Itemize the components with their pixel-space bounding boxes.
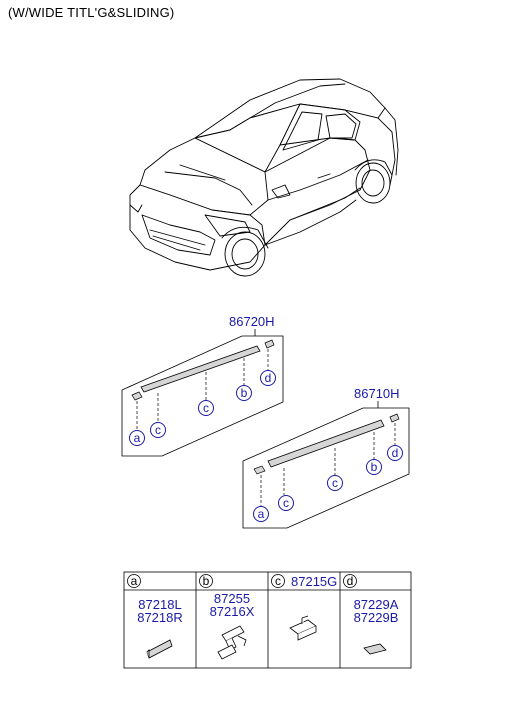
- end-piece-d-right[interactable]: [389, 413, 400, 423]
- assembly-86720h: 86720H a c c b: [121, 314, 284, 457]
- svg-text:d: d: [392, 446, 399, 460]
- part-number-87229a[interactable]: 87229A: [354, 597, 399, 612]
- end-piece-a-illustration: [146, 639, 173, 659]
- part-number-87218r[interactable]: 87218R: [137, 610, 183, 625]
- car-illustration: [129, 78, 399, 277]
- assembly-86710h-frame: [242, 407, 410, 529]
- legend-column-b: b 87255 87216X: [199, 574, 255, 660]
- part-number-87215g[interactable]: 87215G: [291, 574, 337, 589]
- svg-text:d: d: [265, 371, 272, 385]
- callout-a-left[interactable]: a: [129, 430, 145, 446]
- callout-a-right[interactable]: a: [253, 506, 269, 522]
- legend-column-c: c 87215G: [271, 574, 337, 641]
- roof-moulding-strip-left[interactable]: [140, 345, 261, 393]
- svg-text:c: c: [203, 401, 209, 415]
- end-piece-d-illustration: [363, 643, 387, 655]
- callout-c-left-1[interactable]: c: [150, 422, 166, 438]
- legend-column-a: a 87218L 87218R: [127, 574, 183, 659]
- callout-d-left[interactable]: d: [260, 370, 276, 386]
- end-piece-d-left[interactable]: [264, 339, 275, 349]
- legend-letter-b: b: [203, 574, 210, 588]
- legend-column-d: d 87229A 87229B: [343, 574, 399, 655]
- assembly-86720h-frame: [121, 335, 284, 457]
- svg-text:a: a: [134, 431, 141, 445]
- legend-letter-a: a: [131, 574, 138, 588]
- callout-d-right[interactable]: d: [387, 445, 403, 461]
- svg-text:b: b: [241, 386, 248, 400]
- part-number-87218l[interactable]: 87218L: [138, 597, 181, 612]
- parts-legend-table: a 87218L 87218R b 87255 87216X c: [123, 571, 412, 669]
- clip-b-illustration: [217, 625, 247, 660]
- clip-c-illustration: [289, 615, 317, 641]
- svg-text:c: c: [332, 476, 338, 490]
- callout-b-right[interactable]: b: [366, 459, 382, 475]
- svg-text:a: a: [258, 507, 265, 521]
- svg-text:b: b: [371, 460, 378, 474]
- end-piece-a-left[interactable]: [131, 391, 143, 401]
- part-number-87216x[interactable]: 87216X: [210, 604, 255, 619]
- end-piece-a-right[interactable]: [253, 465, 266, 475]
- callout-b-left[interactable]: b: [236, 385, 252, 401]
- assembly-86710h-part-number[interactable]: 86710H: [354, 386, 400, 401]
- diagram-caption: (W/WIDE TITL'G&SLIDING): [8, 5, 175, 20]
- assembly-86720h-part-number[interactable]: 86720H: [229, 314, 275, 329]
- assembly-86710h: 86710H a c c b d: [242, 386, 410, 529]
- svg-text:c: c: [283, 496, 289, 510]
- callout-c-right-2[interactable]: c: [327, 475, 343, 491]
- legend-letter-d: d: [347, 574, 354, 588]
- roof-moulding-strip-right[interactable]: [267, 419, 385, 468]
- svg-text:c: c: [155, 423, 161, 437]
- part-number-87229b[interactable]: 87229B: [354, 610, 399, 625]
- callout-c-left-2[interactable]: c: [198, 400, 214, 416]
- callout-c-right-1[interactable]: c: [278, 495, 294, 511]
- part-number-87255[interactable]: 87255: [214, 591, 250, 606]
- legend-letter-c: c: [275, 574, 281, 588]
